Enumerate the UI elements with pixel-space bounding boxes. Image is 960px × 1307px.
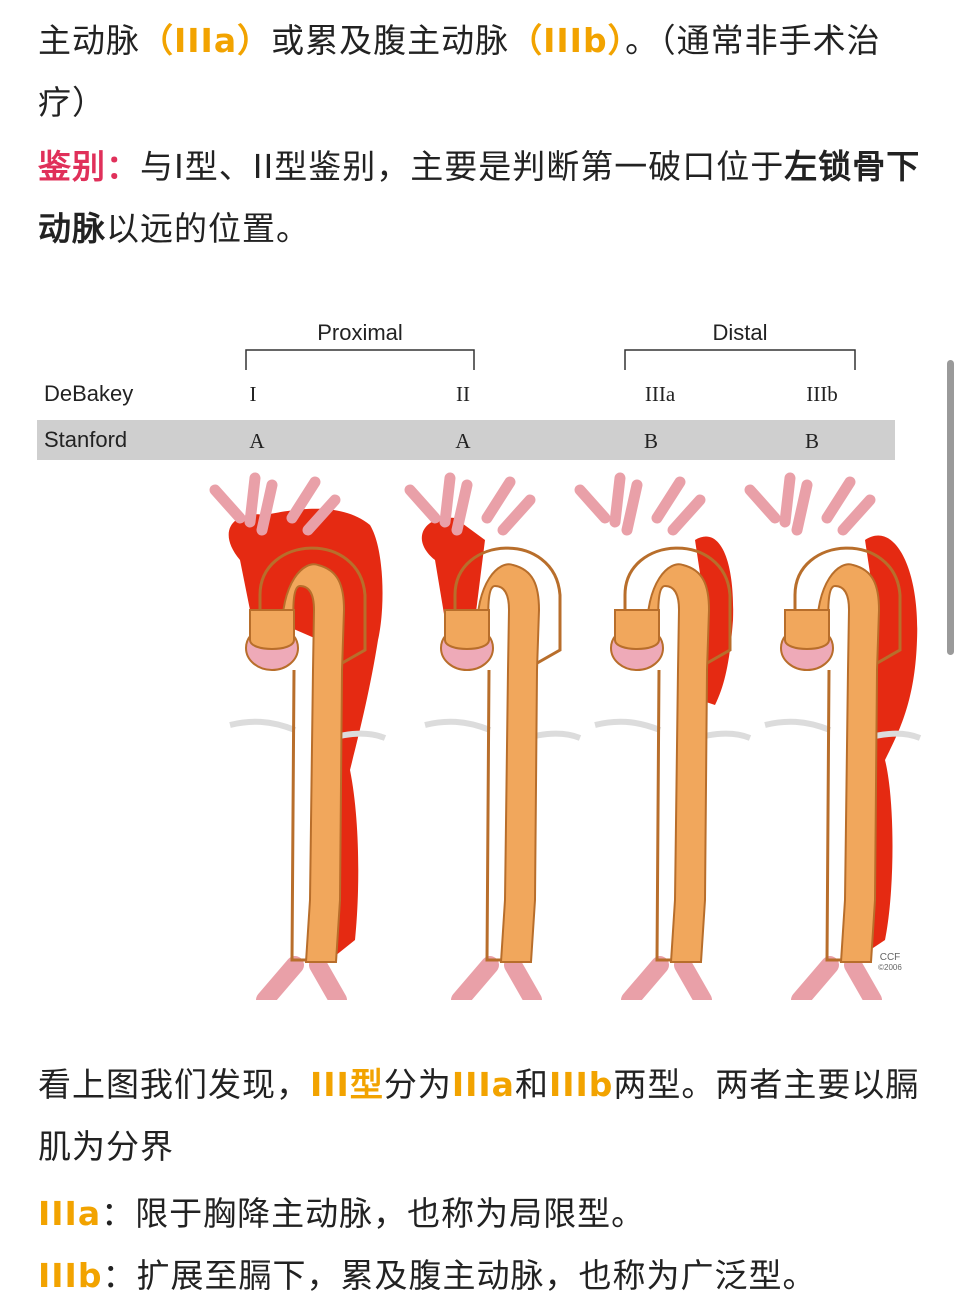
- label-type-iii: III型: [310, 1065, 384, 1104]
- text: ：扩展至膈下，累及腹主动脉，也称为广泛型。: [102, 1256, 817, 1295]
- proximal-bracket: [245, 349, 475, 370]
- paragraph-type3-description: 主动脉（IIIa）或累及腹主动脉（IIIb）。（通常非手术治疗）: [38, 10, 928, 134]
- paragraph-differentiation: 鉴别：与I型、II型鉴别，主要是判断第一破口位于左锁骨下动脉以远的位置。: [38, 136, 928, 260]
- label-iiib: IIIb: [38, 1256, 103, 1295]
- label-iiib: IIIb: [548, 1065, 614, 1104]
- stanford-type-2: A: [455, 429, 471, 453]
- text: 看上图我们发现，: [38, 1065, 310, 1104]
- text: 主动脉: [38, 21, 140, 60]
- bold-term: 左锁骨下动脉: [38, 147, 921, 248]
- text: 以远的位置。: [106, 209, 310, 248]
- paragraph-iiia-definition: IIIa：限于胸降主动脉，也称为局限型。: [38, 1183, 928, 1245]
- text: 与I型、II型鉴别，主要是判断第一破口位于: [140, 147, 785, 186]
- text: 两型。两者主要以膈肌为分界: [38, 1065, 920, 1166]
- aorta-type-iiib: [750, 478, 920, 1000]
- paragraph-iiib-definition: IIIb：扩展至膈下，累及腹主动脉，也称为广泛型。: [38, 1245, 928, 1307]
- label-iiib: （IIIb）: [509, 21, 626, 60]
- stanford-type-4: B: [805, 429, 819, 453]
- label-iiia: IIIa: [38, 1194, 102, 1233]
- debakey-label: DeBakey: [44, 381, 133, 406]
- aorta-type-iiia: [580, 478, 750, 1000]
- label-iiia: IIIa: [451, 1065, 515, 1104]
- text: ：限于胸降主动脉，也称为局限型。: [101, 1194, 646, 1233]
- stanford-label: Stanford: [44, 427, 127, 452]
- text: 和: [514, 1065, 549, 1104]
- differentiation-label: 鉴别：: [38, 147, 140, 186]
- stanford-type-1: A: [249, 429, 265, 453]
- aortic-dissection-figure: Proximal Distal DeBakey I II IIIa IIIb S…: [0, 300, 960, 1000]
- paragraph-type3-subdivision: 看上图我们发现，III型分为IIIa和IIIb两型。两者主要以膈肌为分界: [38, 1054, 928, 1178]
- aorta-type-ii: [410, 478, 580, 1000]
- debakey-type-ii: II: [456, 382, 470, 406]
- proximal-heading: Proximal: [317, 320, 403, 345]
- text: 分为: [383, 1065, 452, 1104]
- credit-line-1: CCF: [880, 952, 901, 963]
- debakey-type-iiia: IIIa: [645, 382, 676, 406]
- stanford-type-3: B: [644, 429, 658, 453]
- distal-heading: Distal: [712, 320, 767, 345]
- debakey-type-iiib: IIIb: [806, 382, 837, 406]
- text: 。（通常非手术治疗）: [38, 21, 881, 122]
- stanford-band: [37, 420, 895, 460]
- label-iiia: （IIIa）: [140, 21, 272, 60]
- distal-bracket: [624, 349, 856, 370]
- scrollbar[interactable]: [947, 360, 954, 655]
- figure-illustration: Proximal Distal DeBakey I II IIIa IIIb S…: [37, 320, 960, 1000]
- credit-line-2: ©2006: [878, 963, 902, 972]
- debakey-type-i: I: [250, 382, 257, 406]
- aorta-type-i: [215, 478, 385, 1000]
- text: 或累及腹主动脉: [271, 21, 510, 60]
